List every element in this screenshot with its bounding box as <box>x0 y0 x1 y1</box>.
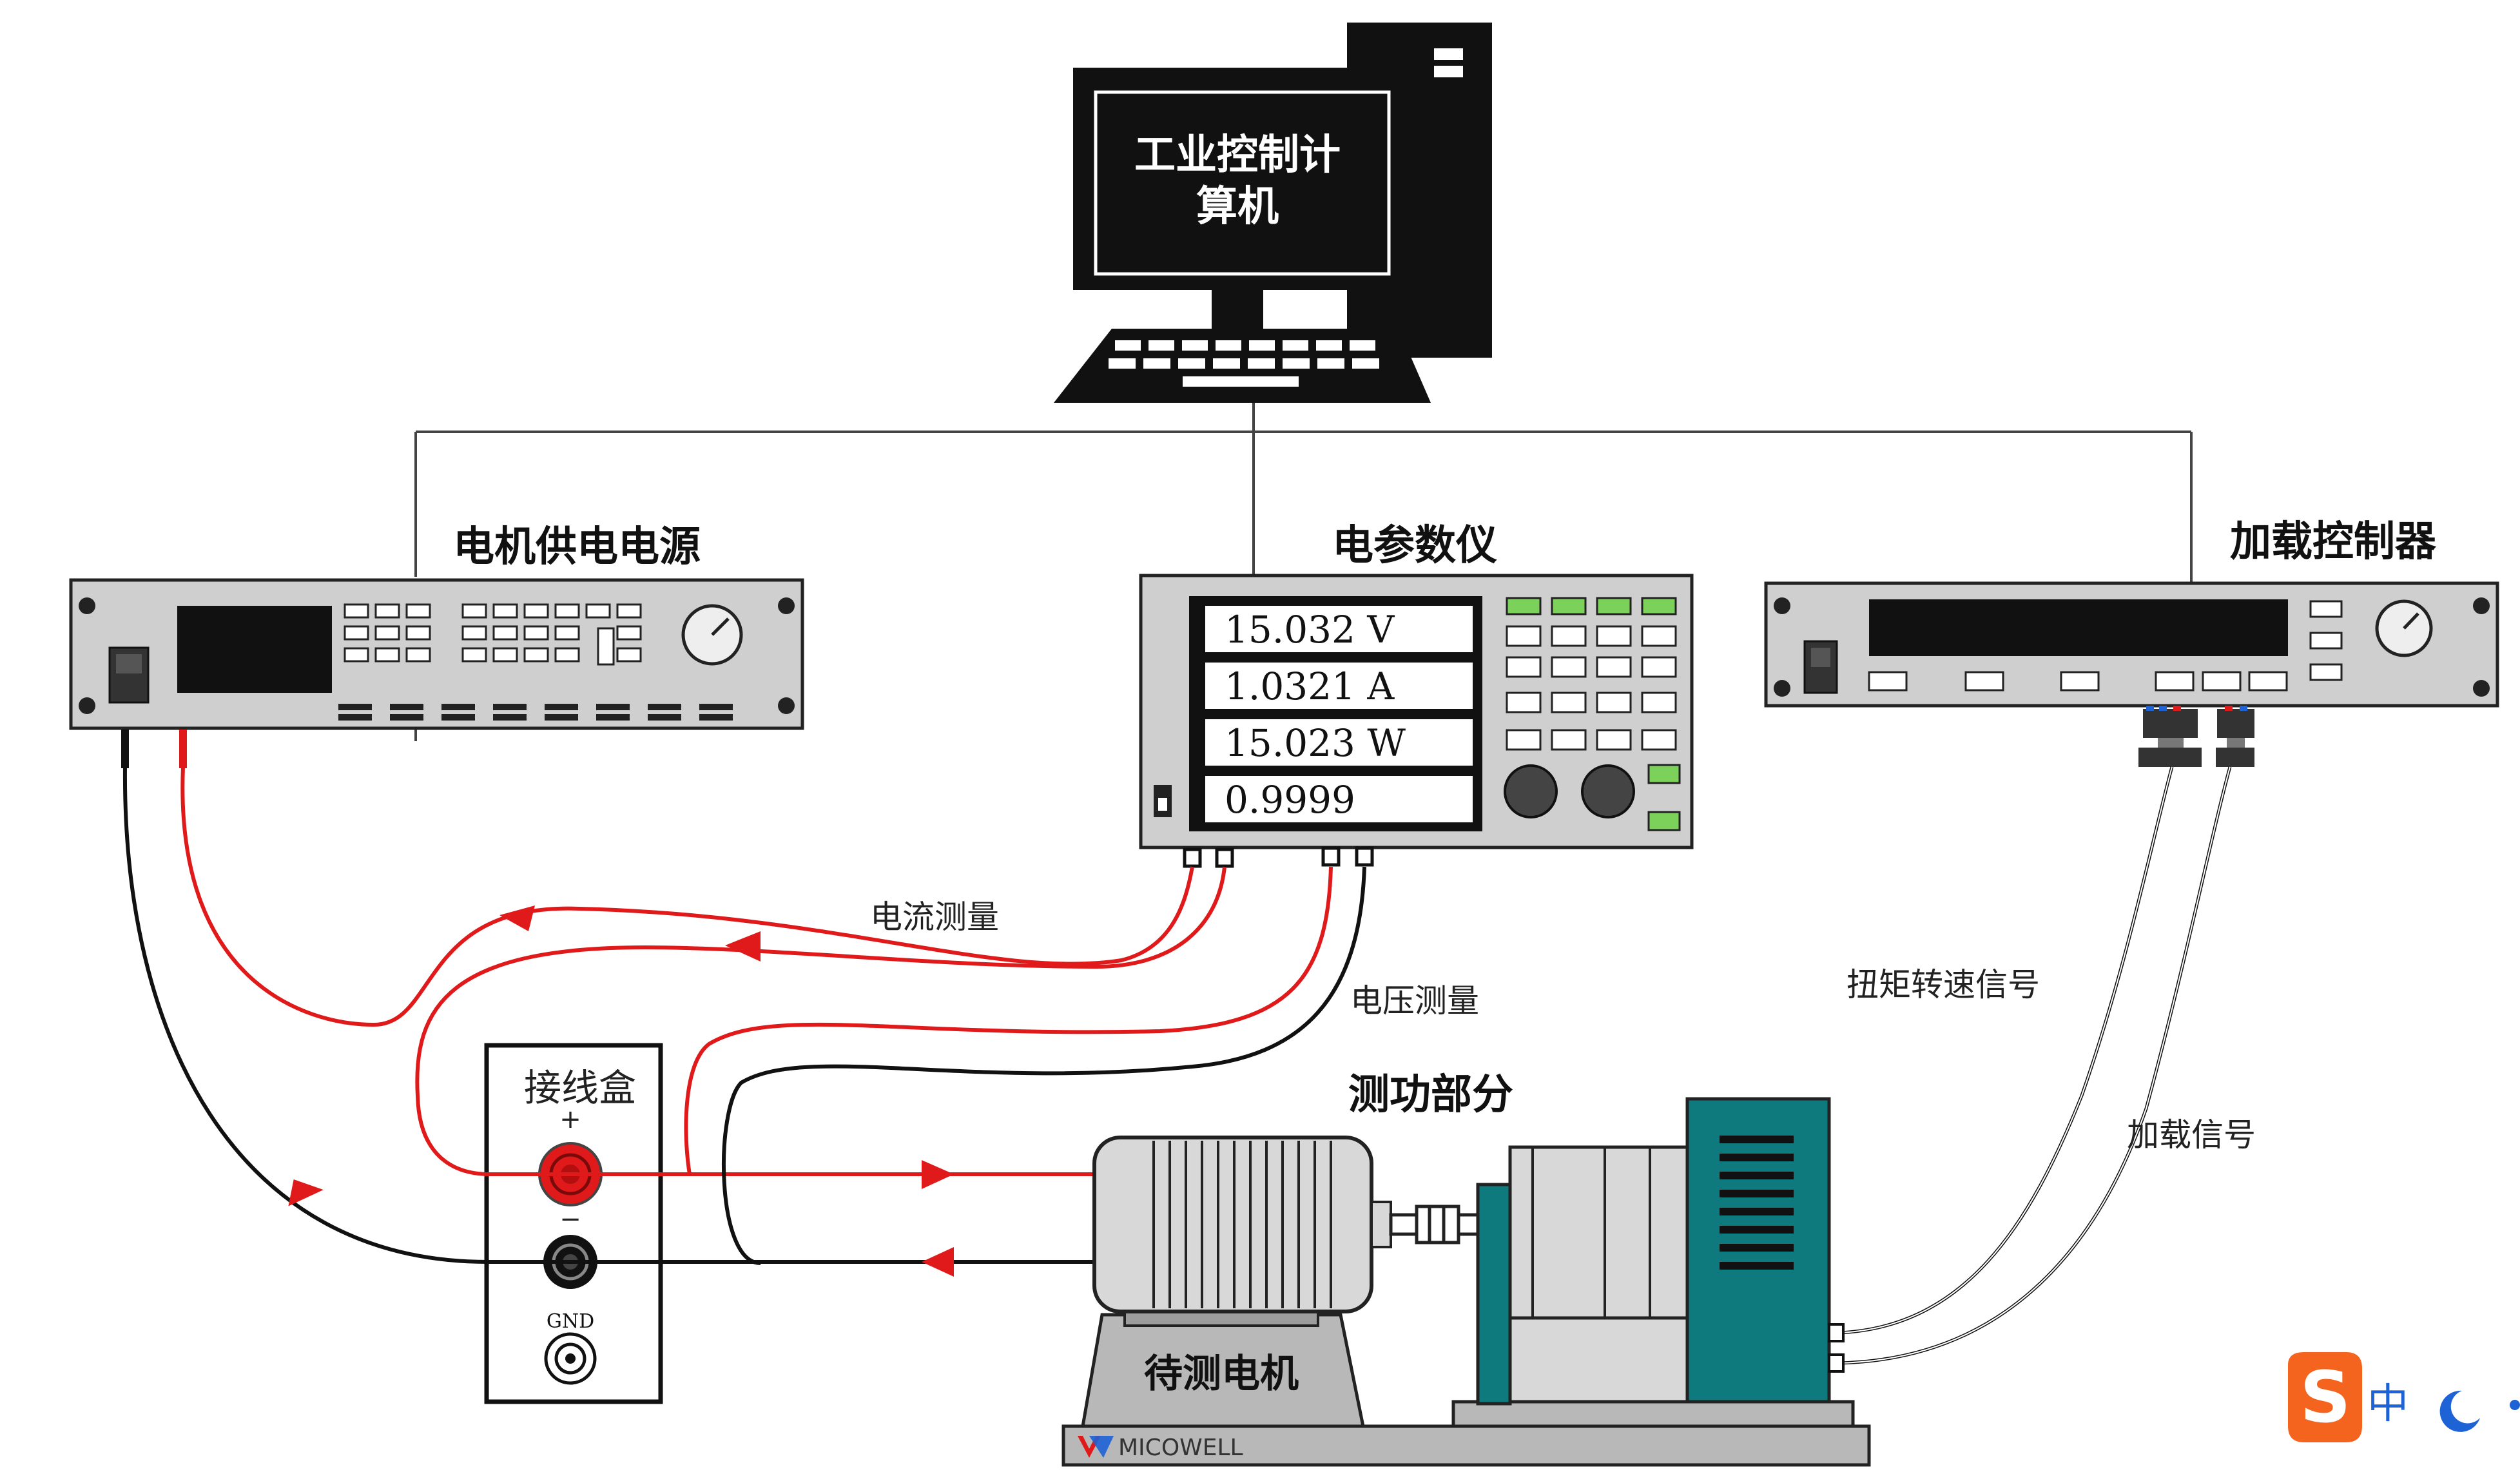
analyzer-terminal-v2 <box>1355 846 1374 867</box>
arrow-left-supply <box>288 1179 324 1206</box>
sogou-logo-icon <box>2288 1352 2362 1442</box>
ime-toolbar[interactable]: S 中 <box>2275 1346 2520 1455</box>
dyno-brake-drum <box>1508 1145 1696 1320</box>
arrow-left-upper <box>725 931 761 962</box>
dyno-label: 测功部分 <box>1348 1070 1513 1119</box>
junction-box-label: 接线盒 <box>524 1066 636 1110</box>
moon-icon <box>2439 1390 2480 1432</box>
test-bench-base: MICOWELL <box>1061 1424 1871 1467</box>
communication-bus <box>414 403 2193 741</box>
motor-under-test: 待测电机 <box>1081 1136 1392 1428</box>
terminal-gnd-label: GND <box>547 1310 594 1333</box>
power-supply-display <box>177 606 332 693</box>
wire-current-return <box>415 866 1226 1176</box>
current-direction-arrows <box>288 905 954 1277</box>
load-controller-label: 加载控制器 <box>2230 518 2437 566</box>
power-supply-label: 电机供电电源 <box>453 523 701 571</box>
computer-label-line2: 算机 <box>1196 182 1279 231</box>
wire-voltage-negative <box>722 866 1366 1265</box>
wire-load-signal-inner <box>1837 766 2231 1364</box>
label-current-measurement: 电流测量 <box>870 898 999 936</box>
reading-power: 15.023 W <box>1225 721 1406 765</box>
reading-power-factor: 0.9999 <box>1225 778 1355 822</box>
shaft-coupling <box>1389 1205 1480 1244</box>
punctuation-icon <box>2510 1400 2520 1410</box>
wire-voltage-positive <box>684 866 1333 1175</box>
ime-mode-label[interactable]: 中 <box>2367 1380 2409 1428</box>
load-controller-display <box>1869 599 2288 656</box>
reading-current: 1.0321 A <box>1225 664 1395 708</box>
load-controller-connectors <box>2138 706 2254 767</box>
wire-torque-speed-signal <box>1837 766 2174 1335</box>
power-analyzer: 电参数仪 15.032 V 1.0321 A 15.023 W 0.9999 <box>1139 521 1694 868</box>
brand-text: MICOWELL <box>1118 1435 1243 1461</box>
reading-voltage: 15.032 V <box>1225 608 1395 652</box>
wire-torque-speed-signal-inner <box>1837 766 2173 1333</box>
load-controller: 加载控制器 <box>1764 518 2499 767</box>
analyzer-knob-left <box>1504 764 1558 818</box>
arrow-right-upper <box>499 905 535 931</box>
arrow-right-motor-positive <box>922 1160 954 1189</box>
wire-supply-negative <box>122 766 490 1264</box>
analyzer-terminal-i2 <box>1215 847 1234 868</box>
svg-text:S: S <box>2300 1356 2350 1438</box>
wire-load-signal <box>1837 766 2232 1365</box>
power-supply-terminal-positive <box>179 730 187 768</box>
terminal-plus-sign: + <box>559 1105 581 1134</box>
label-load-signal: 加载信号 <box>2127 1116 2256 1154</box>
dynamometer: 测功部分 <box>1348 1070 1855 1428</box>
power-analyzer-label: 电参数仪 <box>1332 521 1497 570</box>
terminal-minus-sign: − <box>559 1205 581 1234</box>
power-supply-terminal-negative <box>121 730 129 768</box>
industrial-computer: 工业控制计 算机 <box>1054 23 1492 403</box>
motor-label: 待测电机 <box>1144 1351 1299 1397</box>
wiring <box>122 766 2232 1365</box>
label-voltage-measurement: 电压测量 <box>1350 982 1479 1020</box>
arrow-left-motor-negative <box>922 1247 954 1277</box>
computer-label-line1: 工业控制计 <box>1134 131 1341 179</box>
analyzer-terminal-i1 <box>1183 847 1202 868</box>
label-torque-speed-signal: 扭矩转速信号 <box>1846 966 2040 1003</box>
motor-power-supply: 电机供电电源 <box>69 523 804 768</box>
wire-supply-positive <box>180 766 1194 1027</box>
junction-box: 接线盒 + − GND <box>484 1043 663 1404</box>
analyzer-knob-right <box>1581 764 1635 818</box>
analyzer-terminal-v1 <box>1321 846 1341 867</box>
